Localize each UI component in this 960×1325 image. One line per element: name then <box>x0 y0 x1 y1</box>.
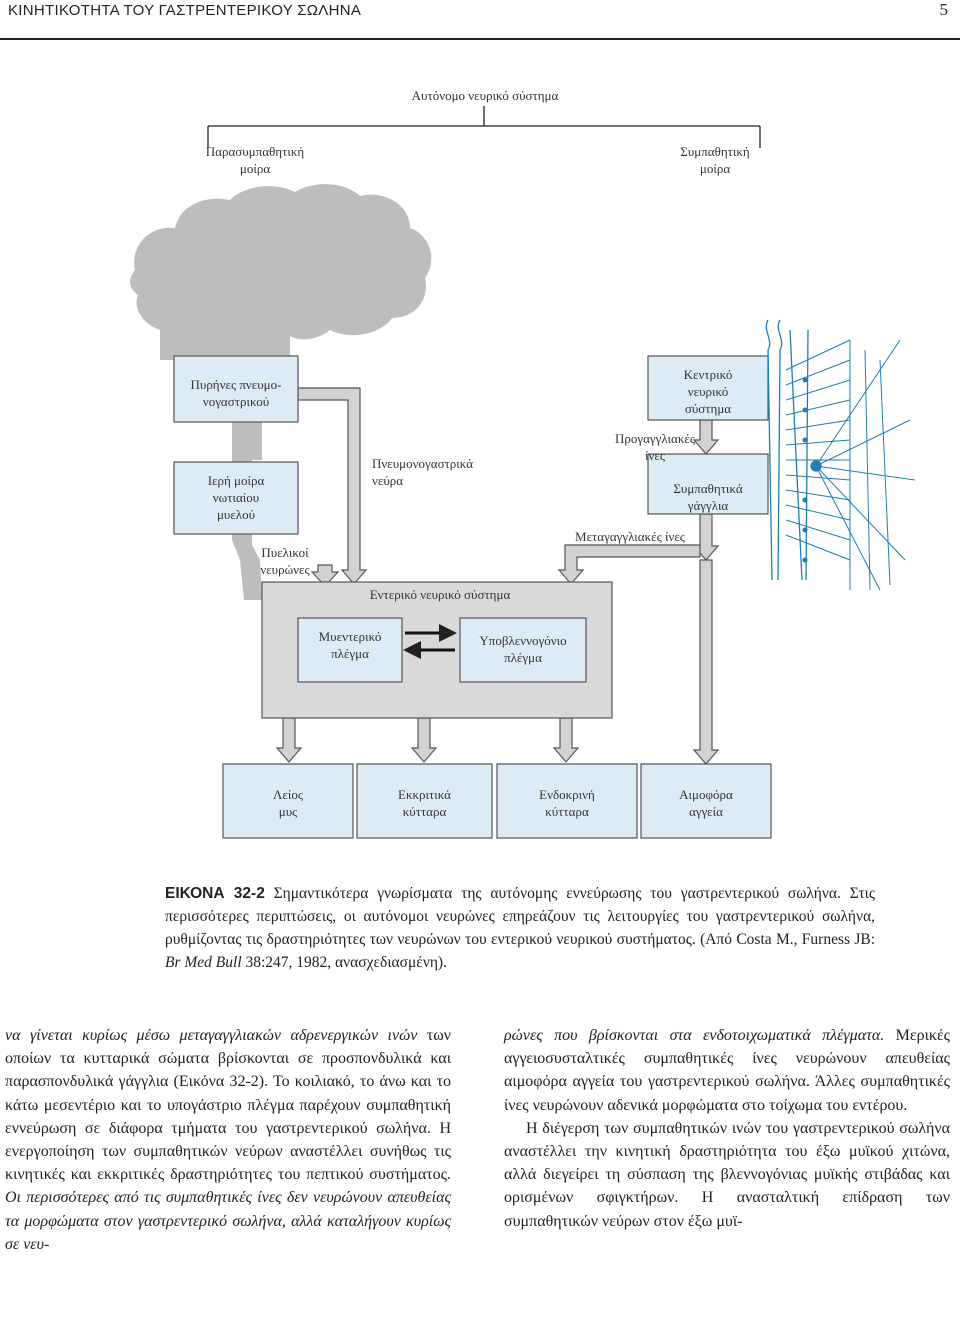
ens-title: Εντερικό νευρικό σύστημα <box>369 587 511 602</box>
myenteric-box <box>297 617 403 683</box>
col1-italic-end: Οι περισσότερες από τις συμπαθητικές ίνε… <box>5 1189 451 1253</box>
col1-text: των οποίων τα κυτταρικά σώματα βρίσκοντα… <box>5 1027 451 1184</box>
figure-diagram <box>130 106 916 839</box>
sacral-cord-box <box>173 461 299 535</box>
target-box-vessels <box>640 763 772 839</box>
body-column-left: να γίνεται κυρίως μέσω μεταγαγγλιακών αδ… <box>5 1024 451 1256</box>
col1-italic-start: να γίνεται κυρίως μέσω μεταγαγγλιακών αδ… <box>5 1027 418 1044</box>
caption-label: ΕΙΚΟΝΑ 32-2 <box>165 885 265 902</box>
caption-tail: 38:247, 1982, ανασχεδιασμένη). <box>241 954 447 971</box>
target-box-endocrine <box>496 763 638 839</box>
ans-title: Αυτόνομο νευρικό σύστημα <box>411 88 559 103</box>
col2-italic-start: ρώνες που βρίσκονται στα ενδοτοιχωματικά… <box>504 1027 885 1044</box>
pathway-arrows <box>275 387 720 765</box>
col2-text: Μερικές αγγειοσυσταλτικές συμπαθητικές ί… <box>504 1027 950 1114</box>
figure-caption: ΕΙΚΟΝΑ 32-2 Σημαντικότερα γνωρίσματα της… <box>165 882 875 974</box>
submucosal-box <box>459 617 587 683</box>
tree-connector <box>207 106 761 148</box>
postganglionic-label: Μεταγαγγλιακές ίνες <box>575 529 685 544</box>
spinal-cord-drawing <box>765 319 916 591</box>
page-number: 5 <box>939 0 949 19</box>
symp-ganglia-box <box>647 453 769 515</box>
target-box-smooth-muscle <box>222 763 354 839</box>
vagal-nuclei-box <box>173 355 299 423</box>
running-header: ΚΙΝΗΤΙΚΟΤΗΤΑ ΤΟΥ ΓΑΣΤΡΕΝΤΕΡΙΚΟΥ ΣΩΛΗΝΑ 5 <box>0 0 960 40</box>
cns-box <box>647 355 769 421</box>
caption-text: Σημαντικότερα γνωρίσματα της αυτόνομης ε… <box>165 885 875 948</box>
body-column-right: ρώνες που βρίσκονται στα ενδοτοιχωματικά… <box>504 1024 950 1233</box>
col2-paragraph-2: Η διέγερση των συμπαθητικών ινών του γασ… <box>504 1119 950 1230</box>
brain-silhouette <box>130 184 432 360</box>
header-rule <box>0 38 960 40</box>
caption-journal: Br Med Bull <box>165 954 242 971</box>
target-box-secretory <box>356 763 493 839</box>
running-title: ΚΙΝΗΤΙΚΟΤΗΤΑ ΤΟΥ ΓΑΣΤΡΕΝΤΕΡΙΚΟΥ ΣΩΛΗΝΑ <box>8 2 362 19</box>
vagal-nuclei-label: Πυρήνες πνευμο-νογαστρικού <box>190 377 282 409</box>
plexus-arrows <box>403 624 457 659</box>
